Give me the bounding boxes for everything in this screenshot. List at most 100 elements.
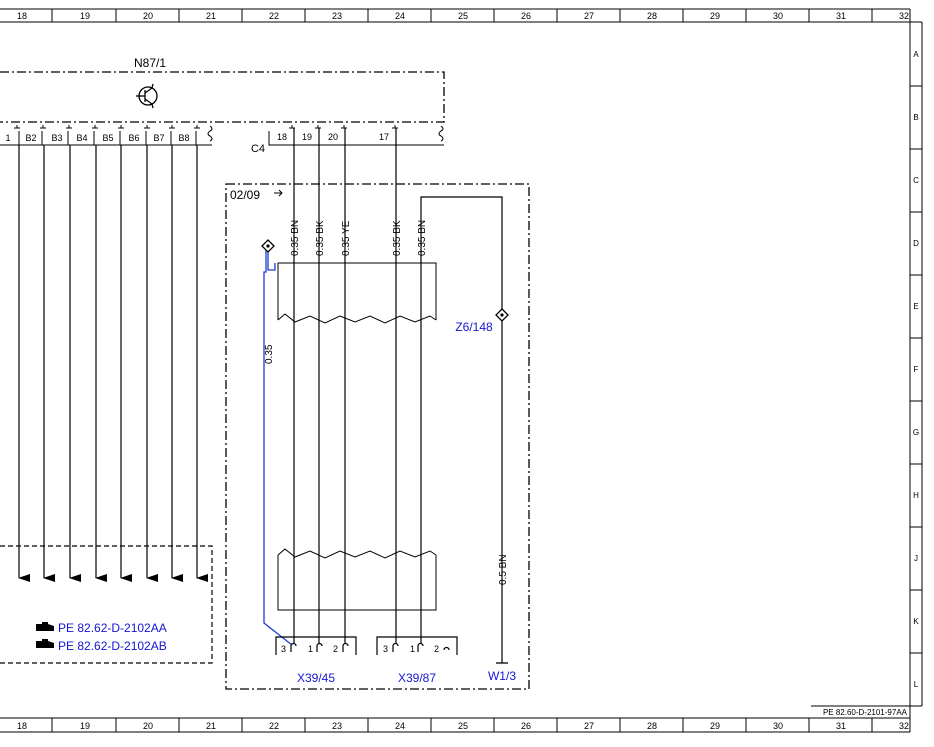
reference-links[interactable]: PE 82.62-D-2102AA PE 82.62-D-2102AB xyxy=(36,621,167,653)
row-label: G xyxy=(913,428,919,437)
harness-zone-box xyxy=(225,183,530,690)
wire-label: 0.35 YE xyxy=(341,220,352,256)
c4-pin-header xyxy=(268,125,444,146)
row-label: F xyxy=(914,365,919,374)
col-label: 20 xyxy=(143,11,153,21)
connector-x39-87 xyxy=(376,636,458,655)
connector-pin-label: 1 xyxy=(308,644,313,654)
b-pin-wires xyxy=(18,145,208,582)
connector-x39-87-pins: 3 1 2 xyxy=(383,644,439,654)
col-label: 31 xyxy=(836,11,846,21)
row-label: J xyxy=(914,554,918,563)
col-label: 21 xyxy=(206,721,216,731)
pin-label: B2 xyxy=(25,133,36,143)
pin-label: B4 xyxy=(76,133,87,143)
pin-label: B5 xyxy=(102,133,113,143)
ground-label[interactable]: W1/3 xyxy=(488,669,516,683)
col-label: 22 xyxy=(269,721,279,731)
wire-label: 0.35 BN xyxy=(417,220,428,256)
pin-label: 20 xyxy=(328,132,338,142)
junction-diamond-icon xyxy=(495,308,509,322)
connector-pin-label: 3 xyxy=(383,644,388,654)
pointing-hand-icon xyxy=(36,622,54,631)
connector-pin-label: 3 xyxy=(281,644,286,654)
zone-ref-label: 02/09 xyxy=(230,188,260,202)
col-label: 19 xyxy=(80,11,90,21)
column-labels-bottom: 18 19 20 21 22 23 24 25 26 27 28 29 30 3… xyxy=(17,721,909,731)
wire-labels: 0.35 BN 0.35 BK 0.35 YE 0.35 BK 0.35 BN … xyxy=(264,220,509,585)
wire-label: 0.35 BK xyxy=(315,220,326,256)
connector-x39-45-pins: 3 1 2 xyxy=(281,644,338,654)
col-label: 26 xyxy=(521,721,531,731)
transistor-icon xyxy=(136,83,158,109)
blue-wire-label: 0.35 xyxy=(264,344,275,364)
reference-link-text[interactable]: PE 82.62-D-2102AB xyxy=(58,639,167,653)
ground-wire-label: 0.5 BN xyxy=(498,554,509,585)
col-label: 27 xyxy=(584,721,594,731)
row-label: C xyxy=(913,176,919,185)
col-label: 18 xyxy=(17,11,27,21)
pin-label: B3 xyxy=(51,133,62,143)
c4-label: C4 xyxy=(251,143,265,155)
col-label: 24 xyxy=(395,11,405,21)
connector-pin-label: 2 xyxy=(333,644,338,654)
column-labels-top: 18 19 20 21 22 23 24 25 26 27 28 29 30 3… xyxy=(17,11,909,21)
col-label: 20 xyxy=(143,721,153,731)
blue-wire xyxy=(263,247,293,646)
col-label: 28 xyxy=(647,721,657,731)
row-label: K xyxy=(913,617,919,626)
connector-pin-label: 1 xyxy=(410,644,415,654)
col-label: 29 xyxy=(710,11,720,21)
col-label: 29 xyxy=(710,721,720,731)
row-label: L xyxy=(914,680,919,689)
doc-ref-label: PE 82.60-D-2101-97AA xyxy=(823,708,908,717)
col-label: 30 xyxy=(773,11,783,21)
col-label: 23 xyxy=(332,11,342,21)
pin-label: 18 xyxy=(277,132,287,142)
pin-label: B7 xyxy=(153,133,164,143)
splice-diamond-icon xyxy=(261,239,275,253)
col-label: 26 xyxy=(521,11,531,21)
row-labels: A B C D E F G H J K L xyxy=(913,50,919,689)
b-pin-ticks xyxy=(14,125,200,129)
col-label: 18 xyxy=(17,721,27,731)
col-label: 30 xyxy=(773,721,783,731)
col-label: 25 xyxy=(458,11,468,21)
col-label: 32 xyxy=(899,721,909,731)
pin-label: 19 xyxy=(302,132,312,142)
reference-link-ab[interactable]: PE 82.62-D-2102AB xyxy=(36,639,167,653)
drawing-frame xyxy=(0,8,923,733)
shield-squiggle-icon xyxy=(207,125,213,142)
b-pin-header xyxy=(0,131,212,146)
connector-x39-45 xyxy=(275,636,357,655)
col-label: 32 xyxy=(899,11,909,21)
reference-link-text[interactable]: PE 82.62-D-2102AA xyxy=(58,621,167,635)
col-label: 21 xyxy=(206,11,216,21)
row-label: H xyxy=(913,491,919,500)
connector-pin-label: 2 xyxy=(434,644,439,654)
b-pin-labels: 1 B2 B3 B4 B5 B6 B7 B8 xyxy=(5,133,189,143)
harness-sheath xyxy=(277,262,437,611)
col-label: 24 xyxy=(395,721,405,731)
col-label: 27 xyxy=(584,11,594,21)
row-label: A xyxy=(913,50,919,59)
pin-label: B6 xyxy=(128,133,139,143)
pin-label: 1 xyxy=(5,133,10,143)
harness-wires xyxy=(293,128,503,663)
col-label: 19 xyxy=(80,721,90,731)
junction-label[interactable]: Z6/148 xyxy=(455,320,493,334)
row-label: B xyxy=(913,113,918,122)
connector-x39-87-label[interactable]: X39/87 xyxy=(398,671,436,685)
pin-label: B8 xyxy=(178,133,189,143)
connector-x39-45-label[interactable]: X39/45 xyxy=(297,671,335,685)
arrow-right-icon xyxy=(274,189,283,197)
col-label: 23 xyxy=(332,721,342,731)
column-dividers xyxy=(51,9,873,732)
pointing-hand-icon xyxy=(36,639,54,648)
col-label: 31 xyxy=(836,721,846,731)
col-label: 25 xyxy=(458,721,468,731)
reference-box xyxy=(0,545,213,664)
reference-link-aa[interactable]: PE 82.62-D-2102AA xyxy=(36,621,167,635)
wire-label: 0.35 BK xyxy=(392,220,403,256)
